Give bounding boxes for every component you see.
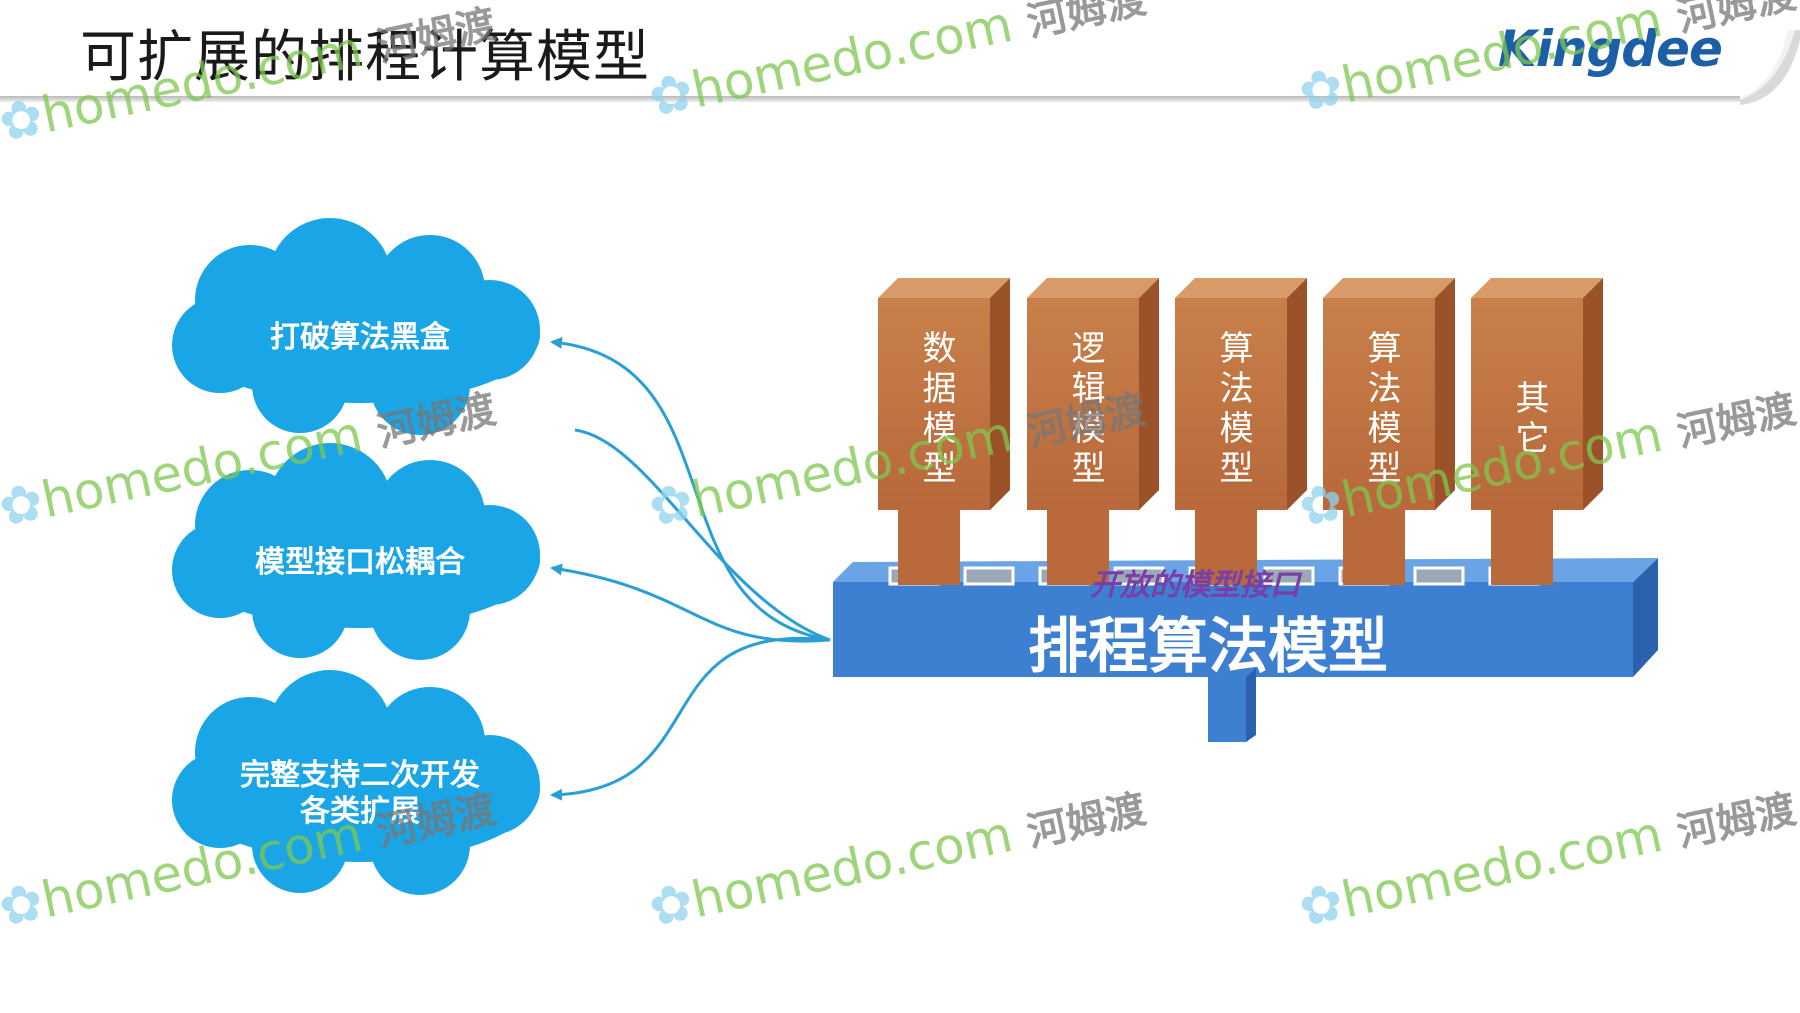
page-curl-decoration — [1740, 30, 1800, 105]
base-label: 排程算法模型 — [1028, 612, 1388, 682]
column-label-5: 其它 — [1509, 380, 1549, 460]
kingdee-logo: Kingdee — [1498, 20, 1723, 78]
column-label-1: 数据模型 — [916, 330, 956, 490]
header-rule — [0, 96, 1740, 102]
cloud-secondary-development — [172, 670, 540, 895]
model-column-3 — [1175, 278, 1307, 585]
cloud-loose-coupling — [172, 443, 540, 660]
model-column-1 — [878, 278, 1010, 585]
column-label-2: 逻辑模型 — [1065, 330, 1105, 490]
page-title: 可扩展的排程计算模型 — [80, 25, 650, 90]
column-label-3: 算法模型 — [1213, 330, 1253, 490]
model-column-4 — [1323, 278, 1455, 585]
column-label-4: 算法模型 — [1361, 330, 1401, 490]
model-column-5 — [1471, 278, 1603, 585]
cloud-label-1: 打破算法黑盒 — [270, 320, 450, 355]
model-column-2 — [1027, 278, 1159, 585]
interface-label: 开放的模型接口 — [1090, 568, 1300, 603]
cloud-break-black-box — [172, 218, 540, 435]
connector-arrows — [550, 336, 831, 801]
cloud-label-3: 完整支持二次开发 各类扩展 — [240, 758, 480, 829]
scheduling-base-platform — [833, 558, 1658, 742]
cloud-label-2: 模型接口松耦合 — [255, 545, 465, 580]
